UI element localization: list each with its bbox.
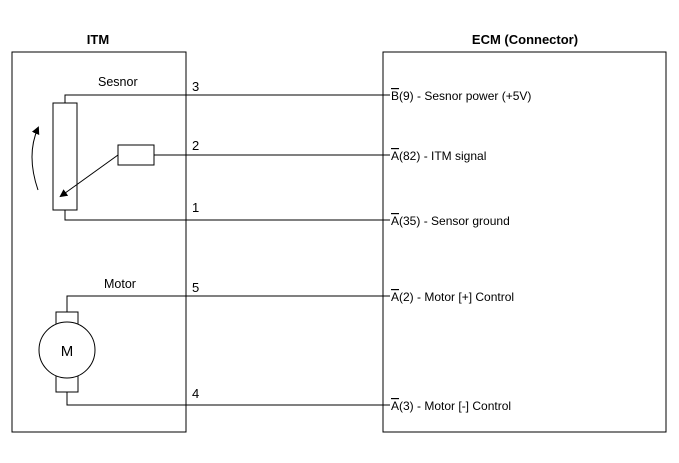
ecm-entry-itm-signal: A(82) - ITM signal — [391, 149, 486, 163]
svg-text:A(35) - Sensor ground: A(35) - Sensor ground — [391, 214, 510, 228]
motor-label: Motor — [104, 277, 136, 291]
wire-pin5 — [66, 295, 390, 312]
wire-pin1 — [64, 210, 390, 221]
sensor-label: Sesnor — [98, 75, 138, 89]
connector-text: (3) - Motor [-] Control — [399, 399, 511, 413]
ecm-entry-motor-plus: A(2) - Motor [+] Control — [391, 290, 514, 304]
connector-text: (82) - ITM signal — [399, 149, 486, 163]
ecm-entry-motor-minus: A(3) - Motor [-] Control — [391, 399, 511, 413]
itm-title: ITM — [87, 32, 109, 47]
svg-text:A(2) - Motor [+] Control: A(2) - Motor [+] Control — [391, 290, 514, 304]
ecm-box — [382, 51, 667, 433]
motor-symbol: M — [61, 343, 74, 360]
connector-letter: A — [391, 290, 399, 304]
svg-text:B(9) - Sesnor power (+5V): B(9) - Sesnor power (+5V) — [391, 89, 531, 103]
pin-4-label: 4 — [192, 386, 199, 401]
pin-3-label: 3 — [192, 79, 199, 94]
connector-letter: A — [391, 399, 399, 413]
ecm-entry-sensor-ground: A(35) - Sensor ground — [391, 214, 510, 228]
wiper-arrow-icon — [59, 154, 119, 198]
itm-box — [11, 51, 187, 433]
connector-letter: A — [391, 149, 399, 163]
pin-2-label: 2 — [192, 138, 199, 153]
ecm-entry-sensor-power: B(9) - Sesnor power (+5V) — [391, 89, 531, 103]
svg-text:A(3) - Motor [-] Control: A(3) - Motor [-] Control — [391, 399, 511, 413]
sensor-wiper-box — [117, 144, 155, 166]
connector-text: (9) - Sesnor power (+5V) — [399, 89, 531, 103]
motor-icon — [38, 321, 96, 379]
pin-5-label: 5 — [192, 280, 199, 295]
svg-text:A(82) - ITM signal: A(82) - ITM signal — [391, 149, 486, 163]
wire-pin3 — [64, 94, 390, 103]
rotation-arrow-icon — [31, 126, 40, 191]
sensor-resistor — [52, 102, 78, 211]
ecm-title: ECM (Connector) — [472, 32, 578, 47]
connector-letter: A — [391, 214, 399, 228]
wire-pin4 — [66, 392, 390, 406]
connector-text: (2) - Motor [+] Control — [399, 290, 514, 304]
pin-1-label: 1 — [192, 200, 199, 215]
connector-text: (35) - Sensor ground — [399, 214, 510, 228]
connector-letter: B — [391, 89, 399, 103]
